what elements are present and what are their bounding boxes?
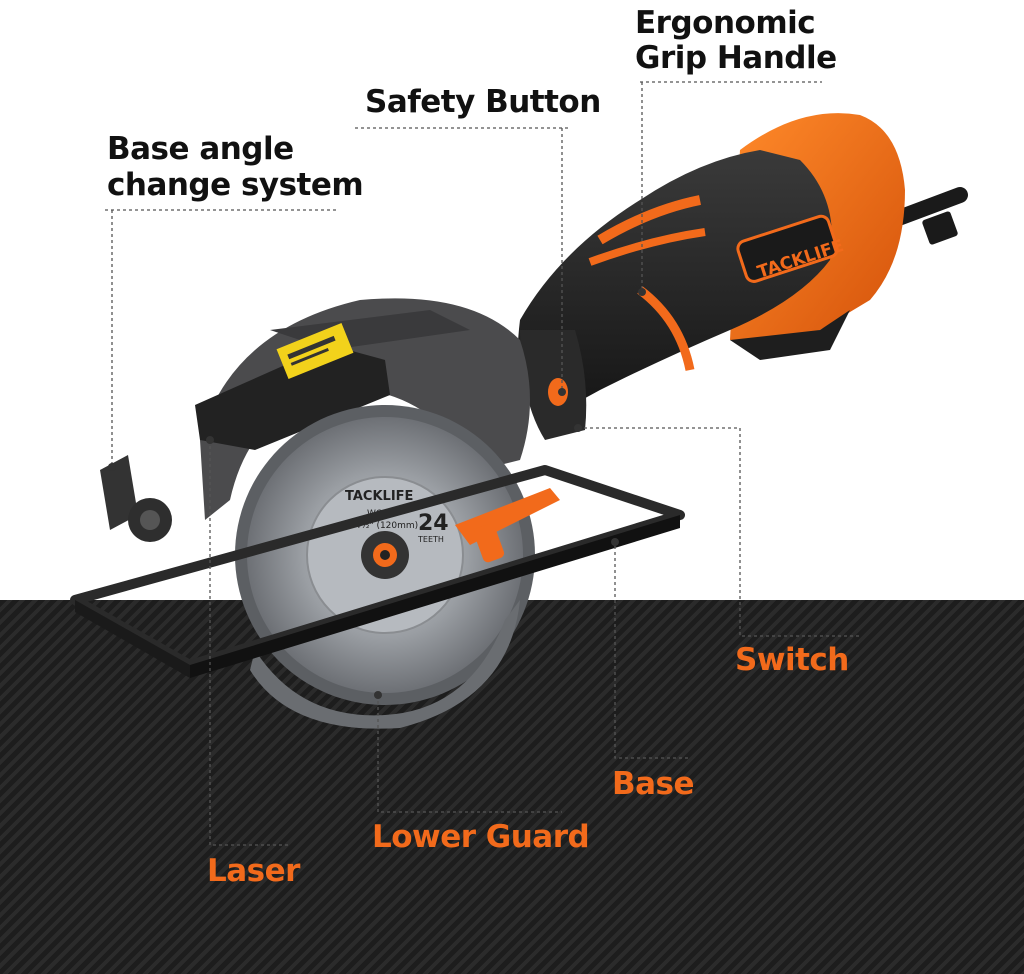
laser-housing — [195, 323, 390, 450]
label-base: Base — [612, 766, 695, 802]
label-base-angle-line1: Base angle — [107, 131, 294, 167]
label-safety-button: Safety Button — [365, 84, 601, 120]
label-laser: Laser — [207, 853, 300, 889]
label-base-angle-line2: change system — [107, 167, 364, 203]
base-plate — [70, 465, 685, 678]
label-grip-line1: Ergonomic — [635, 5, 816, 41]
brand-logo-blade: TACKLIFE — [345, 489, 413, 504]
switch-body — [520, 330, 587, 440]
base-leader — [614, 540, 690, 759]
lower-guard-leader — [377, 695, 562, 813]
label-lower-guard: Lower Guard — [372, 819, 590, 855]
depth-lever — [455, 488, 560, 563]
blade-teeth-word: TEETH — [417, 535, 444, 544]
base-angle-knob — [100, 455, 172, 542]
blade-size-text: 4½" (120mm) — [355, 521, 418, 531]
label-grip-line2: Grip Handle — [635, 40, 837, 76]
switch-leader — [578, 427, 860, 637]
lower-guard — [250, 600, 520, 729]
callout-dots — [108, 288, 646, 699]
laser-leader — [209, 440, 290, 846]
blade-teeth-count: 24 — [418, 511, 449, 536]
callout-lines — [105, 81, 860, 846]
label-switch: Switch — [735, 642, 849, 678]
